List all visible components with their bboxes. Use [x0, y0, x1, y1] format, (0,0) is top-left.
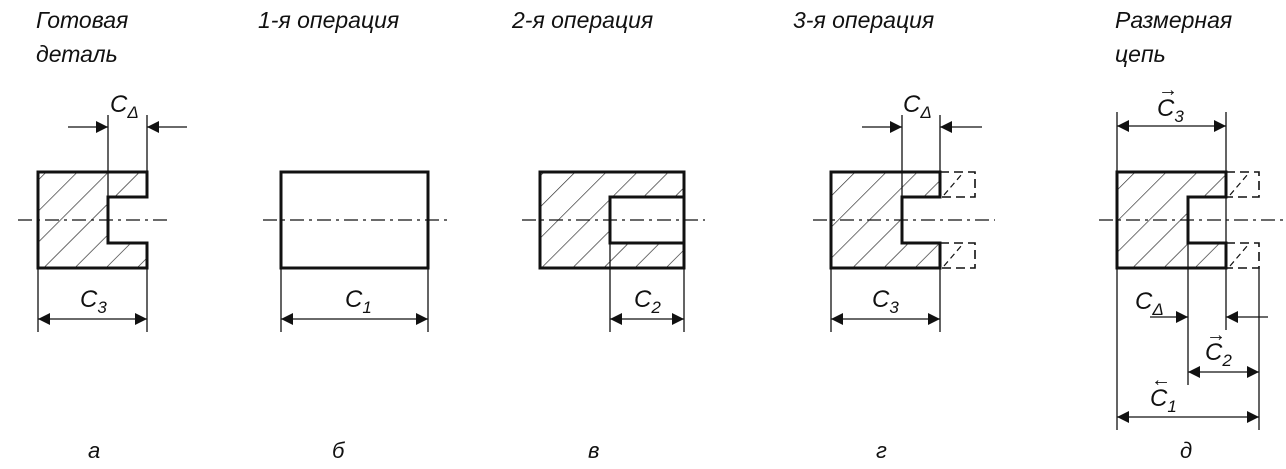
label-a-c-delta: CΔ [110, 91, 139, 122]
panel-a-finished-part: CΔ C3 а [18, 91, 187, 463]
sub-letter-d: г [876, 438, 887, 463]
part-d-section [829, 170, 942, 270]
sub-letter-c: в [588, 438, 599, 463]
label-e-c2: C2 [1205, 339, 1232, 370]
hatch-d-2 [943, 244, 963, 267]
label-c-c2: C2 [634, 286, 661, 317]
header-operation-2: 2-я операция [512, 7, 654, 33]
sub-letter-b: б [332, 438, 346, 463]
header-dimension-chain-line1: Размерная [1115, 7, 1233, 33]
panel-b-operation-1: C1 б [263, 170, 448, 463]
removed-material-e-top [1226, 171, 1260, 198]
removed-material-d-top [940, 171, 976, 198]
header-dimension-chain-line2: цепь [1115, 41, 1166, 67]
hatch-e-1 [1229, 173, 1249, 196]
hatch-d-1 [943, 173, 963, 196]
label-a-c3: C3 [80, 286, 107, 317]
removed-material-d-bottom [940, 242, 976, 269]
sub-letter-a: а [88, 438, 100, 463]
removed-material-e-bottom [1226, 242, 1260, 269]
label-b-c1: C1 [345, 286, 372, 317]
vector-arrow-e-c3: → [1158, 79, 1178, 101]
vector-arrow-e-c2: → [1206, 324, 1226, 346]
header-operation-1: 1-я операция [258, 7, 400, 33]
label-e-c3: C3 [1157, 95, 1184, 126]
label-d-c-delta: CΔ [903, 91, 932, 122]
label-e-c1: C1 [1150, 385, 1177, 416]
vector-arrow-e-c1: ← [1151, 369, 1171, 391]
header-finished-part-line2: деталь [36, 41, 118, 67]
label-e-c-delta: CΔ [1135, 288, 1164, 319]
header-finished-part-line1: Готовая [36, 7, 129, 33]
panel-e-dimension-chain: C3 → CΔ C2 → C1 ← д [1099, 79, 1283, 463]
sub-letter-e: д [1180, 438, 1192, 463]
hatch-e-2 [1229, 244, 1249, 267]
header-operation-3: 3-я операция [793, 7, 935, 33]
panel-d-operation-3: CΔ C3 г [813, 91, 995, 463]
panel-c-operation-2: C2 в [522, 170, 705, 463]
label-d-c3: C3 [872, 286, 899, 317]
